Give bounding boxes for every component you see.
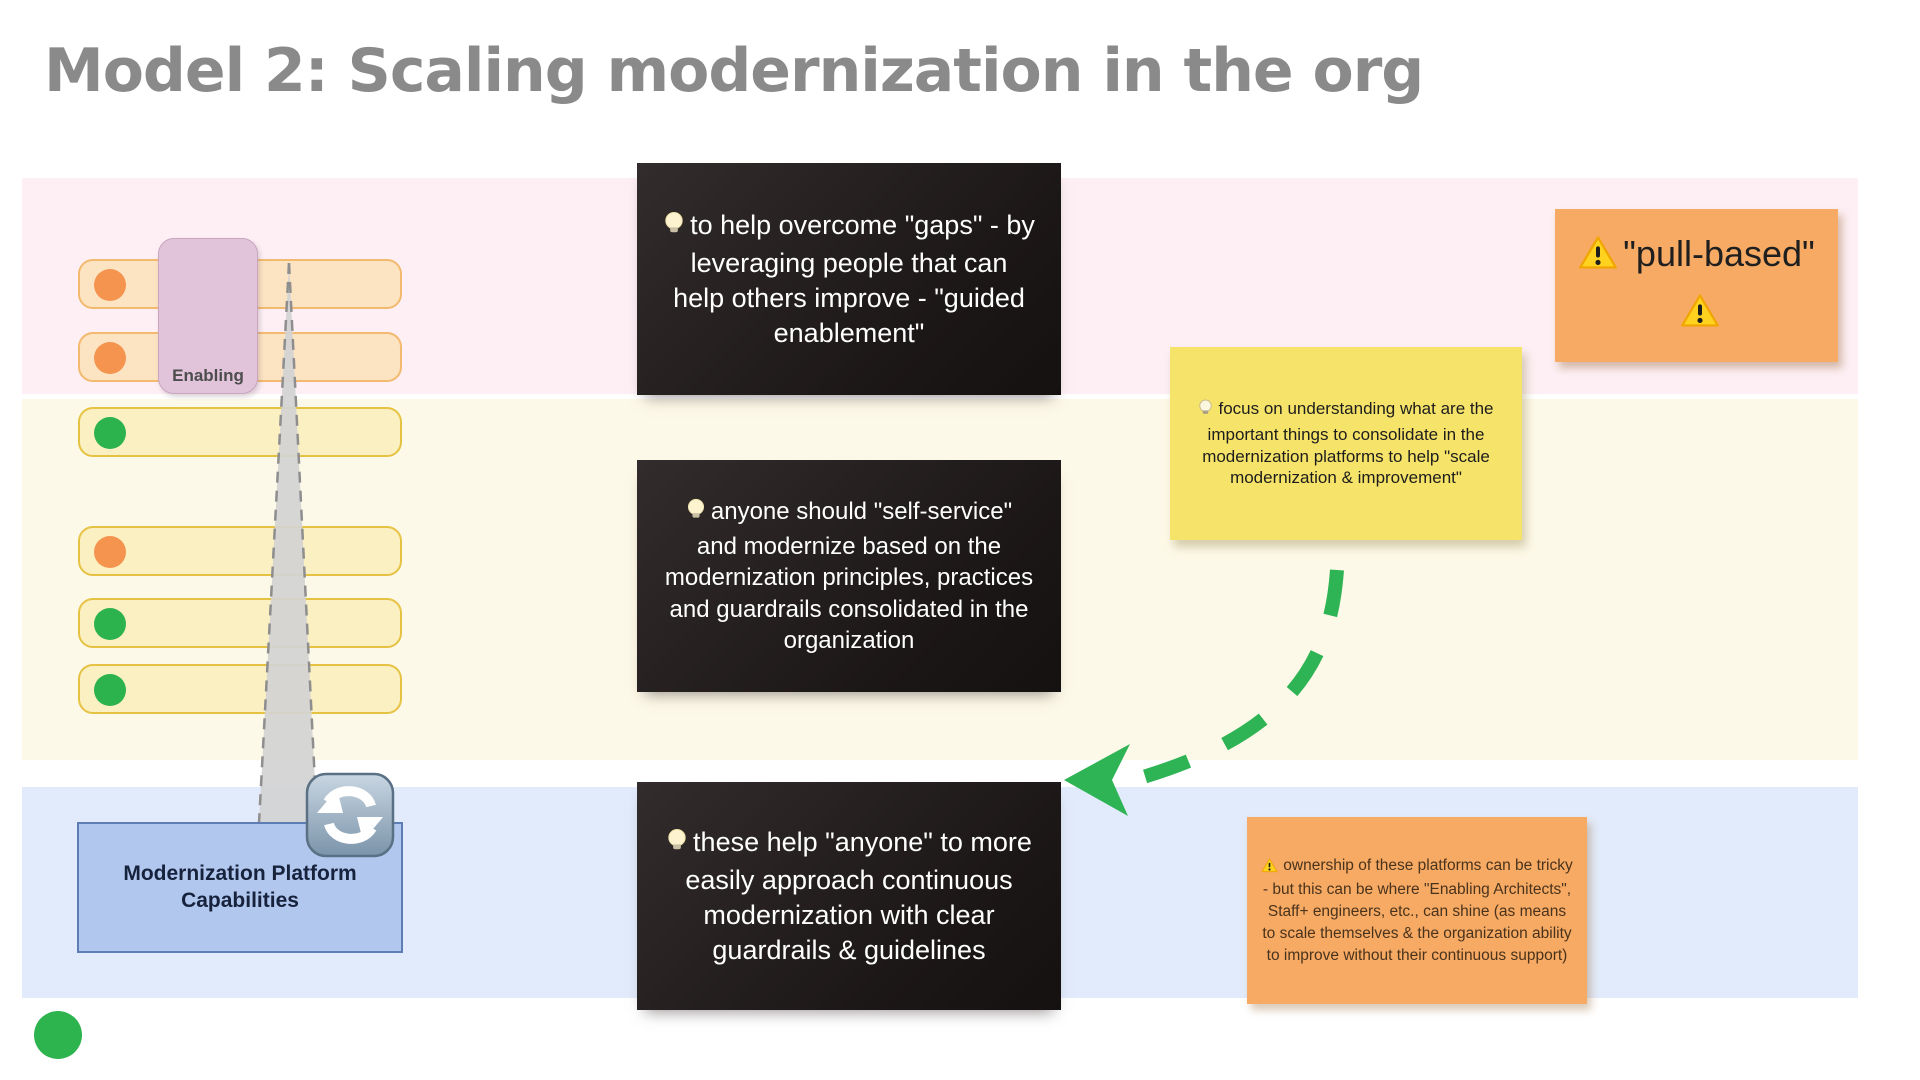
- lightbulb-icon: [1198, 399, 1213, 424]
- warning-icon: [1680, 291, 1720, 343]
- status-dot: [94, 269, 126, 301]
- note-self-service[interactable]: anyone should "self-service" and moderni…: [637, 460, 1061, 692]
- status-dot: [94, 536, 126, 568]
- bottom-green-dot[interactable]: [34, 1011, 82, 1059]
- note-platform-ownership[interactable]: ownership of these platforms can be tric…: [1247, 817, 1587, 1004]
- note-text: these help "anyone" to more easily appro…: [685, 826, 1032, 965]
- lightbulb-icon: [666, 828, 688, 864]
- warning-icon: [1578, 233, 1618, 285]
- note-text: anyone should "self-service" and moderni…: [664, 498, 1034, 654]
- page-title: Model 2: Scaling modernization in the or…: [44, 36, 1424, 106]
- status-dot: [94, 417, 126, 449]
- note-text: focus on understanding what are the impo…: [1202, 399, 1494, 488]
- status-dot: [94, 342, 126, 374]
- lightbulb-icon: [686, 498, 706, 531]
- note-pull-based[interactable]: "pull-based": [1555, 209, 1838, 362]
- clockwise-arrows-icon: [305, 772, 395, 858]
- team-bar[interactable]: [78, 526, 402, 576]
- team-bar[interactable]: [78, 664, 402, 714]
- note-text: ownership of these platforms can be tric…: [1262, 856, 1573, 964]
- note-easier-modernization[interactable]: these help "anyone" to more easily appro…: [637, 782, 1061, 1010]
- warning-icon: [1261, 858, 1278, 880]
- note-guided-enablement[interactable]: to help overcome "gaps" - by leveraging …: [637, 163, 1061, 395]
- note-consolidation-focus[interactable]: focus on understanding what are the impo…: [1170, 347, 1522, 540]
- team-bar[interactable]: [78, 407, 402, 457]
- status-dot: [94, 608, 126, 640]
- status-dot: [94, 674, 126, 706]
- enabling-label: Enabling: [172, 366, 244, 385]
- lightbulb-icon: [663, 211, 685, 247]
- platform-box-label: Modernization Platform Capabilities: [123, 862, 357, 912]
- note-text: to help overcome "gaps" - by leveraging …: [673, 209, 1035, 348]
- note-text: "pull-based": [1623, 233, 1815, 275]
- enabling-overlay[interactable]: Enabling: [158, 238, 258, 394]
- team-bar[interactable]: [78, 598, 402, 648]
